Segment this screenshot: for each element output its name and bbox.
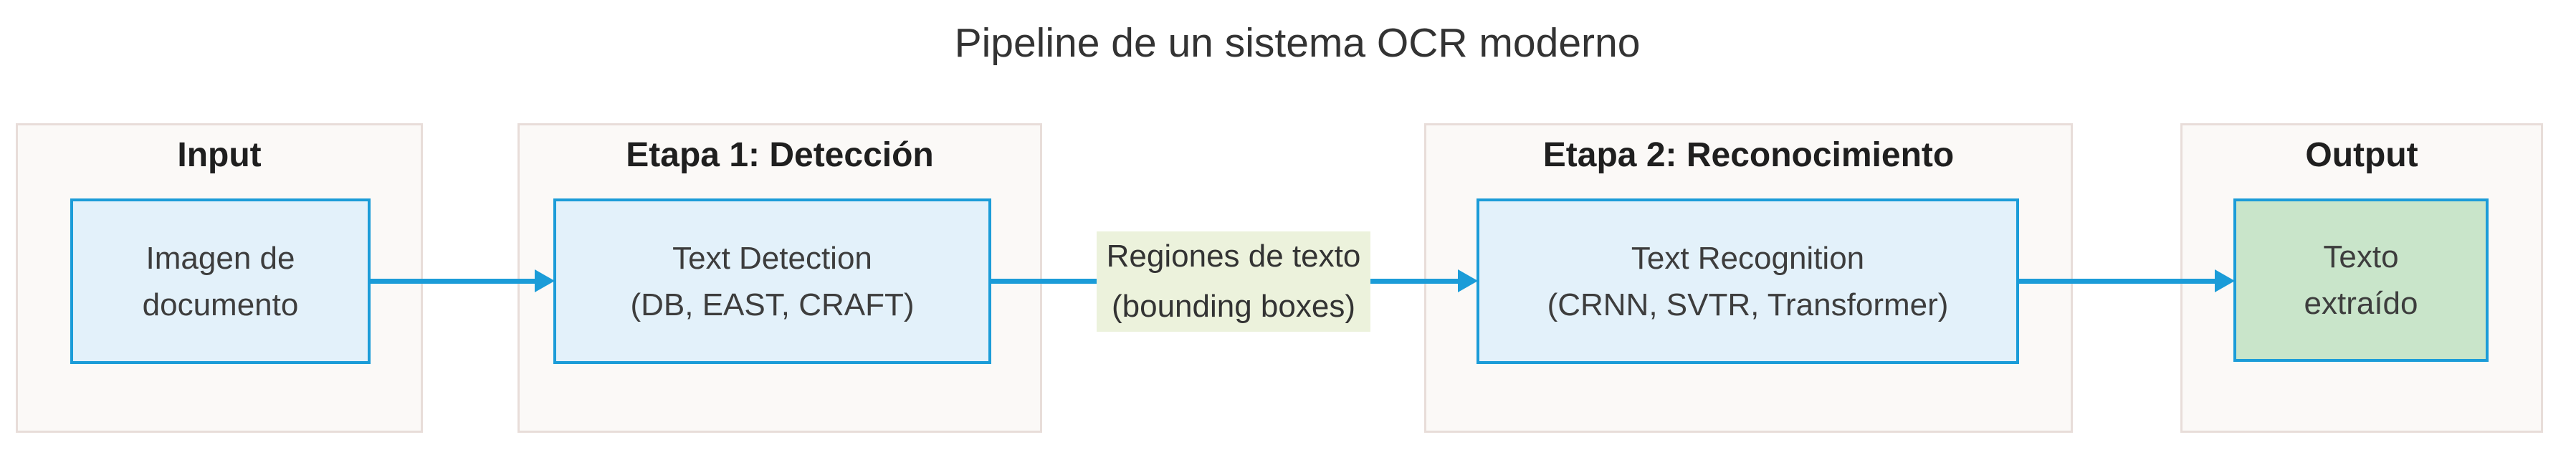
cluster-input-label: Input: [177, 136, 262, 174]
node-recognition-line2: (CRNN, SVTR, Transformer): [1547, 287, 1949, 322]
node-imagen-de-documento: Imagen de documento: [70, 198, 371, 364]
node-imagen-line2: documento: [142, 287, 299, 322]
node-detection-line1: Text Detection: [672, 240, 872, 276]
arrowhead-icon: [535, 269, 555, 292]
edge-label-line2: (bounding boxes): [1111, 289, 1355, 324]
diagram-title: Pipeline de un sistema OCR moderno: [954, 20, 1641, 66]
edge-input-to-detection: [371, 279, 538, 284]
node-text-recognition: Text Recognition (CRNN, SVTR, Transforme…: [1477, 198, 2019, 364]
arrowhead-icon: [1458, 269, 1478, 292]
arrowhead-icon: [2215, 269, 2235, 292]
cluster-output-label: Output: [2305, 136, 2418, 174]
node-output-line2: extraído: [2304, 286, 2418, 321]
edge-label-regiones-de-texto: Regiones de texto (bounding boxes): [1097, 231, 1370, 332]
edge-recognition-to-output: [2019, 279, 2215, 284]
node-recognition-line1: Text Recognition: [1631, 240, 1865, 276]
cluster-etapa2-label: Etapa 2: Reconocimiento: [1542, 136, 1955, 174]
edge-label-line1: Regiones de texto: [1106, 239, 1361, 274]
node-text-detection: Text Detection (DB, EAST, CRAFT): [553, 198, 991, 364]
node-imagen-line1: Imagen de: [146, 240, 295, 276]
node-detection-line2: (DB, EAST, CRAFT): [630, 287, 915, 322]
node-output-line1: Texto: [2323, 239, 2399, 274]
cluster-etapa1-label: Etapa 1: Detección: [626, 136, 934, 174]
node-texto-extraido: Texto extraído: [2233, 198, 2489, 362]
